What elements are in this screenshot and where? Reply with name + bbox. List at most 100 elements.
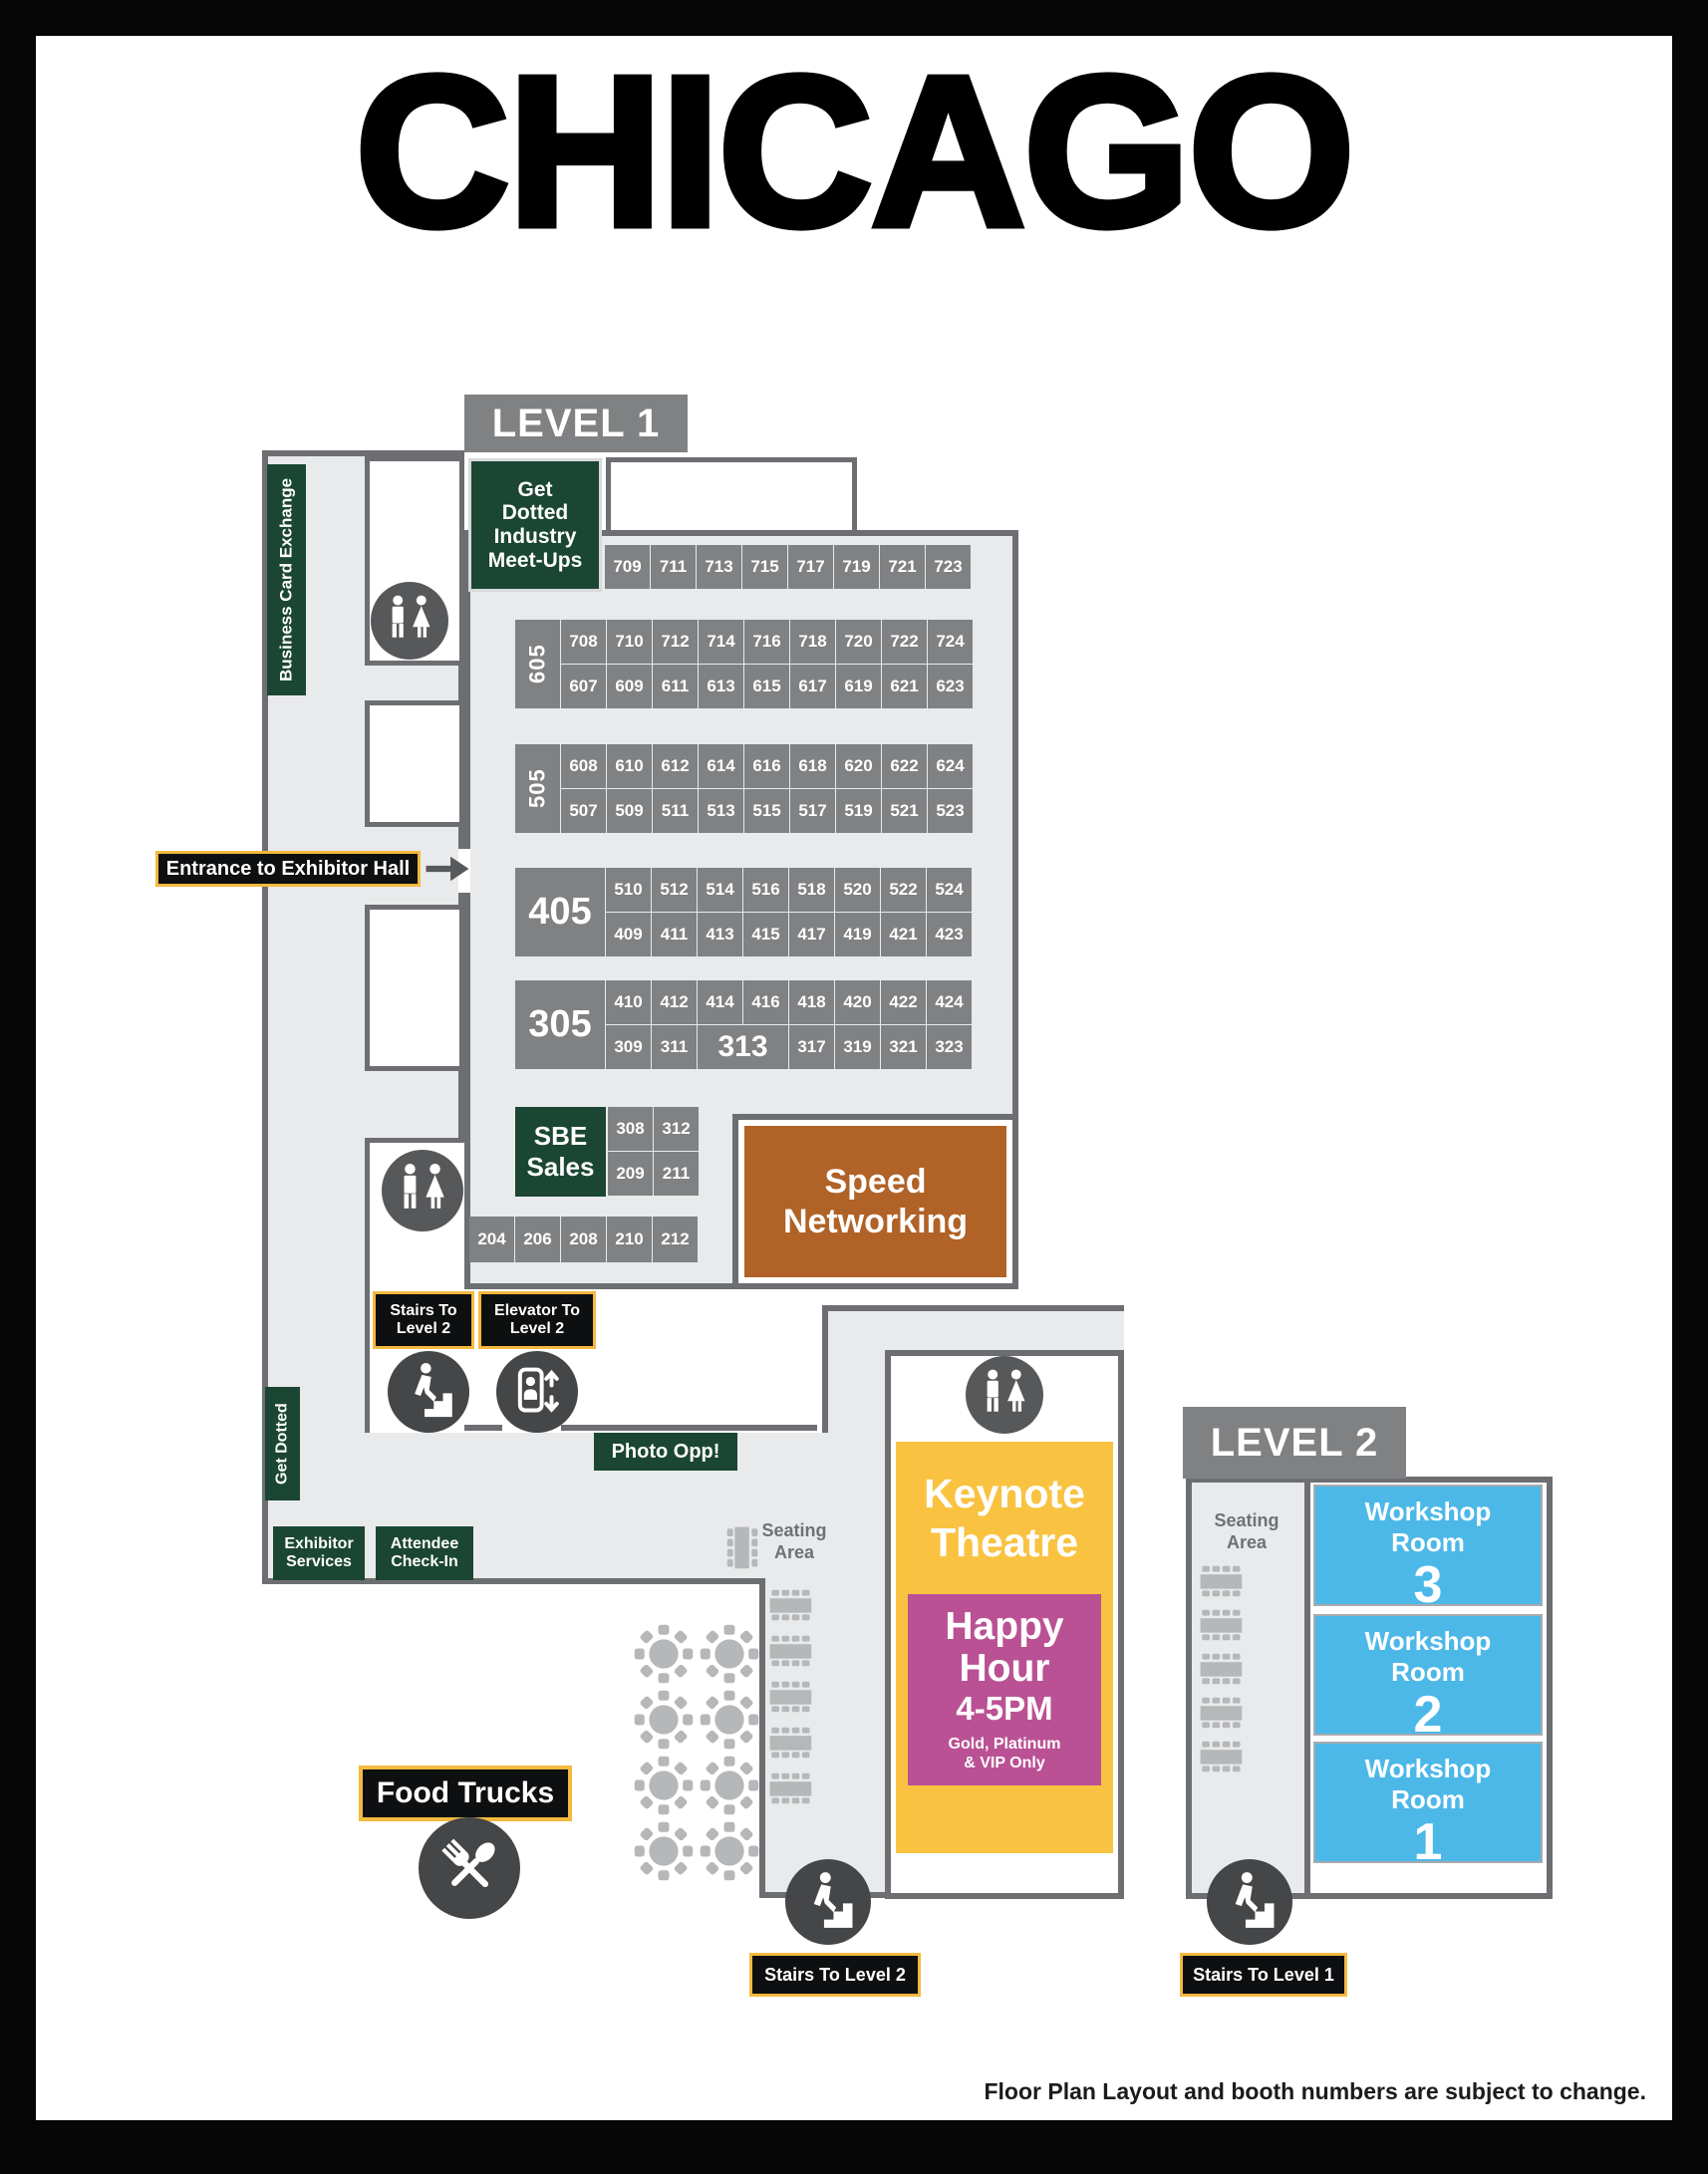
booth-311: 311 (652, 1025, 697, 1069)
booth-716: 716 (744, 620, 789, 664)
rect-table-icon (769, 1635, 812, 1667)
seating-tables (761, 1588, 819, 1805)
booth-710: 710 (607, 620, 652, 664)
booth-211: 211 (654, 1152, 699, 1196)
booth-715: 715 (742, 545, 787, 589)
booth-412: 412 (652, 980, 697, 1024)
booth-411: 411 (652, 913, 697, 956)
booth-509: 509 (607, 789, 652, 833)
stairs-icon (1207, 1859, 1292, 1945)
booth-621: 621 (882, 665, 927, 708)
round-table-icon (700, 1624, 759, 1684)
seating-table (698, 1518, 759, 1580)
stairs-to-level1-sign: Stairs To Level 1 (1180, 1953, 1347, 1997)
hall-top-room (606, 457, 857, 535)
round-table-icon (634, 1690, 694, 1750)
workshop-room-name: Workshop Room (1364, 1626, 1492, 1688)
wall-segment (446, 1425, 502, 1431)
round-table-icon (634, 1624, 694, 1684)
workshop-room-2: Workshop Room 2 (1313, 1614, 1543, 1742)
booth-713: 713 (697, 545, 741, 589)
booth-610: 610 (607, 744, 652, 788)
side-room (365, 700, 464, 827)
elevator-to-level2-sign: Elevator To Level 2 (478, 1291, 596, 1349)
attendee-check-in-sign: Attendee Check-In (376, 1526, 473, 1580)
city-title: CHICAGO (352, 31, 1358, 271)
stairs-to-level2-bottom-sign: Stairs To Level 2 (749, 1953, 921, 1997)
booth-515: 515 (744, 789, 789, 833)
get-dotted-meetups-sign: Get Dotted Industry Meet-Ups (468, 458, 602, 592)
get-dotted-sign: Get Dotted (265, 1387, 300, 1500)
rect-table-icon (769, 1772, 812, 1804)
keynote-corridor-top (890, 1305, 1124, 1357)
booth-514: 514 (698, 868, 742, 912)
booth-323: 323 (927, 1025, 972, 1069)
booth-612: 612 (653, 744, 698, 788)
booth-321: 321 (881, 1025, 926, 1069)
speed-networking-sign: Speed Networking (744, 1126, 1006, 1277)
booth-423: 423 (927, 913, 972, 956)
restroom-icon (966, 1356, 1043, 1434)
rect-table-icon (769, 1681, 812, 1713)
booth-618: 618 (790, 744, 835, 788)
lower-corridor (262, 1433, 890, 1584)
seating-tables (1192, 1564, 1250, 1773)
workshop-room-number: 2 (1413, 1686, 1443, 1745)
booth-614: 614 (699, 744, 743, 788)
footer-note: Floor Plan Layout and booth numbers are … (984, 2078, 1646, 2104)
booth-512: 512 (652, 868, 697, 912)
booth-620: 620 (836, 744, 881, 788)
booth-212: 212 (653, 1217, 698, 1262)
round-table-icon (700, 1756, 759, 1815)
booth-510: 510 (606, 868, 651, 912)
booth-608: 608 (561, 744, 606, 788)
booth-523: 523 (928, 789, 973, 833)
booth-519: 519 (836, 789, 881, 833)
booth-714: 714 (699, 620, 743, 664)
elevator-icon (496, 1351, 578, 1433)
booth-609: 609 (607, 665, 652, 708)
booth-409: 409 (606, 913, 651, 956)
photo-opp-sign: Photo Opp! (594, 1433, 737, 1471)
rect-table-icon (769, 1589, 812, 1621)
booth-label-305: 305 (515, 980, 605, 1069)
side-room (365, 905, 464, 1071)
booth-524: 524 (927, 868, 972, 912)
keynote-theatre-title: Keynote Theatre (924, 1471, 1085, 1566)
entrance-sign: Entrance to Exhibitor Hall (155, 851, 421, 887)
booth-520: 520 (835, 868, 880, 912)
booth-709: 709 (605, 545, 650, 589)
booth-415: 415 (743, 913, 788, 956)
booth-312: 312 (654, 1107, 699, 1151)
sbe-sales-sign: SBE Sales (515, 1107, 606, 1197)
booth-204: 204 (469, 1217, 514, 1262)
booth-209: 209 (608, 1152, 653, 1196)
booth-317: 317 (789, 1025, 834, 1069)
booth-722: 722 (882, 620, 927, 664)
booth-414: 414 (698, 980, 742, 1024)
booth-410: 410 (606, 980, 651, 1024)
rect-table-icon (769, 1727, 812, 1759)
level2-seating-corridor (1192, 1483, 1304, 1893)
booth-313: 313 (698, 1025, 788, 1069)
booth-417: 417 (789, 913, 834, 956)
booth-label-405: 405 (515, 868, 605, 956)
booth-308: 308 (608, 1107, 653, 1151)
rect-table-icon (1200, 1565, 1243, 1597)
keynote-corridor-left (822, 1305, 890, 1433)
booth-718: 718 (790, 620, 835, 664)
booth-617: 617 (790, 665, 835, 708)
business-card-exchange-sign: Business Card Exchange (267, 464, 306, 695)
happy-hour-area: Happy Hour 4-5PM Gold, Platinum & VIP On… (908, 1594, 1101, 1785)
workshop-room-3: Workshop Room 3 (1313, 1485, 1543, 1612)
booth-517: 517 (790, 789, 835, 833)
stairs-to-level2-sign: Stairs To Level 2 (373, 1291, 474, 1349)
happy-hour-time: 4-5PM (956, 1689, 1053, 1727)
booth-208: 208 (561, 1217, 606, 1262)
rect-table-icon (1200, 1697, 1243, 1729)
